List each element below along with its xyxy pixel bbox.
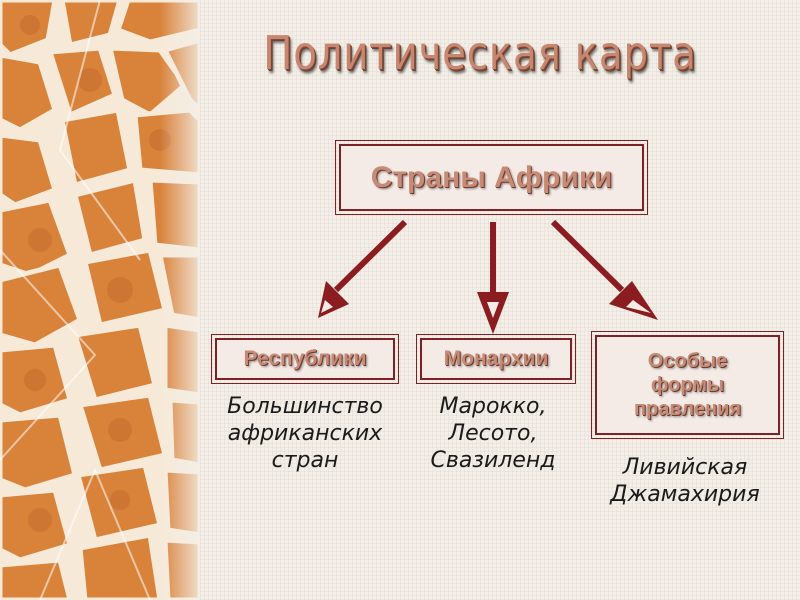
republics-description-line-2: африканских xyxy=(227,421,383,446)
box-monarchies: Монархии xyxy=(416,334,576,384)
giraffe-pattern-decoration xyxy=(0,0,200,600)
box-special-forms-label-line-1: Особые xyxy=(647,350,728,372)
arrow-head-republics xyxy=(318,281,349,318)
box-special-forms-of-government: Особые формы правления xyxy=(591,331,784,439)
republics-description-line-3: стран xyxy=(271,448,339,473)
box-republics-label: Республики xyxy=(243,347,367,370)
special-forms-description-line-2: Джамахирия xyxy=(610,482,760,507)
republics-description: Большинство африканских стран xyxy=(210,393,400,474)
monarchies-description-line-1: Марокко, xyxy=(439,394,547,419)
box-special-forms-label-line-3: правления xyxy=(633,398,742,420)
box-republics: Республики xyxy=(211,334,399,384)
box-countries-of-africa: Страны Африки xyxy=(335,140,648,215)
monarchies-description-line-2: Лесото, xyxy=(448,421,538,446)
box-special-forms-label-line-2: формы xyxy=(650,374,725,396)
arrow-to-special-forms xyxy=(550,219,625,293)
slide-title: Политическая карта xyxy=(263,26,697,80)
monarchies-description: Марокко, Лесото, Свазиленд xyxy=(408,393,578,474)
special-forms-description: Ливийская Джамахирия xyxy=(585,454,785,508)
monarchies-description-line-3: Свазиленд xyxy=(430,448,556,473)
box-countries-of-africa-label: Страны Африки xyxy=(370,160,613,194)
arrow-to-republics xyxy=(333,219,408,293)
special-forms-description-line-1: Ливийская xyxy=(622,455,748,480)
box-monarchies-label: Монархии xyxy=(443,347,549,370)
republics-description-line-1: Большинство xyxy=(227,394,383,419)
